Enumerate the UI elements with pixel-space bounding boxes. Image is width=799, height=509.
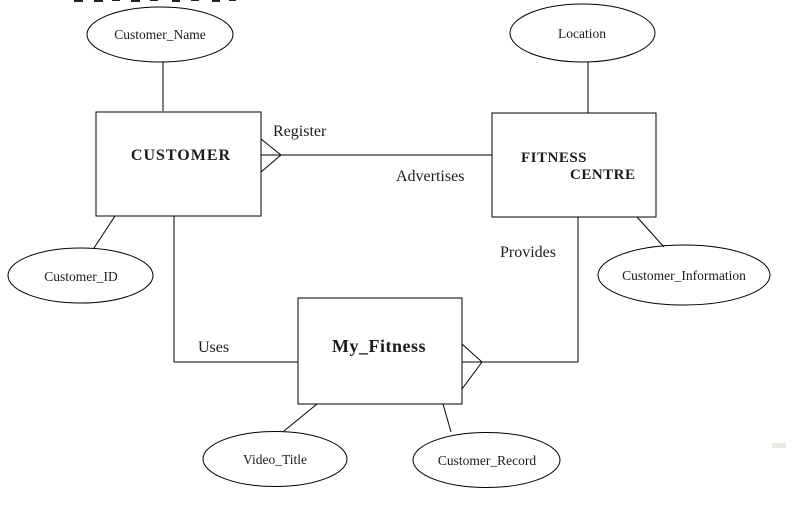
relationship-uses-label: Uses xyxy=(198,339,229,356)
attribute-location-label: Location xyxy=(558,26,606,41)
attribute-customer-id-ellipse xyxy=(7,247,154,304)
attribute-customer-record-ellipse xyxy=(412,432,561,488)
attribute-customer-record-label: Customer_Record xyxy=(438,453,536,468)
crows-foot-customer xyxy=(260,138,282,173)
entity-customer-box xyxy=(95,111,262,217)
entity-fitness-centre-box xyxy=(491,112,657,218)
attribute-customer-name-ellipse xyxy=(86,6,234,63)
connector-video-title-stem xyxy=(283,403,318,432)
attribute-video-title-label: Video_Title xyxy=(243,452,307,467)
cropped-text-fragment xyxy=(74,0,236,2)
entity-fitness-centre-label-line2: CENTRE xyxy=(570,167,636,183)
relationship-register-label: Register xyxy=(273,123,327,140)
attribute-location-ellipse xyxy=(509,3,656,63)
relationship-advertises-label: Advertises xyxy=(396,168,464,185)
crows-foot-my-fitness xyxy=(461,343,483,390)
attribute-customer-id-label: Customer_ID xyxy=(44,269,118,284)
attribute-customer-information-label: Customer_Information xyxy=(622,268,746,283)
gray-artifact xyxy=(772,443,786,448)
entity-fitness-centre-label-line1: FITNESS xyxy=(521,150,587,166)
attribute-customer-name-label: Customer_Name xyxy=(114,27,205,42)
relationship-provides-label: Provides xyxy=(500,244,556,261)
entity-my-fitness-box xyxy=(297,297,463,405)
entity-my-fitness-label: My_Fitness xyxy=(332,336,426,356)
attribute-video-title-ellipse xyxy=(202,431,348,487)
connector-customer-record-stem xyxy=(442,403,452,433)
entity-customer-label: CUSTOMER xyxy=(131,147,231,164)
attribute-customer-information-ellipse xyxy=(597,244,771,306)
connector-customer-information-stem xyxy=(636,216,665,248)
connector-customer-id-stem xyxy=(93,215,116,249)
